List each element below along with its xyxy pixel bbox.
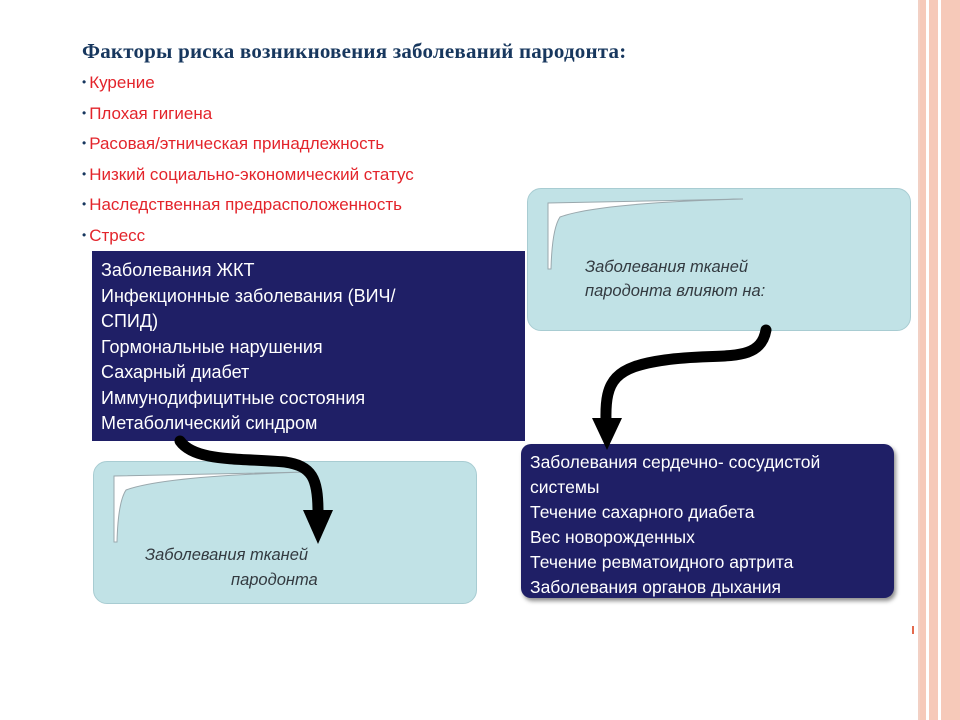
slide-marker xyxy=(912,626,914,634)
systemic-disease-item: Инфекционные заболевания (ВИЧ/ xyxy=(101,285,396,306)
affected-condition-item: системы xyxy=(530,477,600,497)
frame-stripe xyxy=(926,0,929,720)
risk-factor-item: •Плохая гигиена xyxy=(82,103,213,123)
bullet-icon: • xyxy=(82,105,87,120)
risk-factor-item: •Расовая/этническая принадлежность xyxy=(82,134,385,153)
systemic-disease-item: СПИД) xyxy=(101,311,159,331)
swoosh-decoration xyxy=(547,198,744,270)
slide-frame xyxy=(920,0,960,720)
affected-conditions-box: Заболевания сердечно- сосудистой системы… xyxy=(521,444,894,598)
periodontal-callout-line2: пародонта xyxy=(231,571,318,589)
slide-title: Факторы риска возникновения заболеваний … xyxy=(82,39,627,63)
bullet-icon: • xyxy=(82,136,87,150)
affected-condition-item: Течение ревматоидного артрита xyxy=(530,552,794,572)
effects-callout-box: Заболевания тканей пародонта влияют на: xyxy=(527,188,911,331)
systemic-disease-item: Сахарный диабет xyxy=(101,362,250,382)
risk-factor-list: •Курение •Плохая гигиена •Расовая/этниче… xyxy=(82,70,414,253)
bullet-icon: • xyxy=(82,227,87,242)
bullet-icon: • xyxy=(82,197,87,211)
systemic-disease-item: Заболевания ЖКТ xyxy=(101,260,255,280)
risk-factor-item: •Курение xyxy=(82,73,155,92)
affected-condition-item: Заболевания сердечно- сосудистой xyxy=(530,452,821,472)
periodontal-callout-box: Заболевания тканей пародонта xyxy=(93,461,477,604)
risk-factor-item: •Наследственная предрасположенность xyxy=(82,195,403,214)
frame-stripe xyxy=(938,0,941,720)
systemic-diseases-box: Заболевания ЖКТ Инфекционные заболевания… xyxy=(92,251,525,441)
effects-callout-text: Заболевания тканей пародонта влияют на: xyxy=(585,258,766,300)
affected-condition-item: Вес новорожденных xyxy=(530,527,695,547)
risk-factor-item: •Низкий социально-экономический статус xyxy=(82,164,414,184)
systemic-disease-item: Гормональные нарушения xyxy=(101,336,323,357)
arrow-right-icon xyxy=(592,324,772,450)
periodontal-callout-line1: Заболевания тканей xyxy=(145,546,309,564)
bullet-icon: • xyxy=(82,166,87,181)
slide-edge xyxy=(918,0,921,720)
affected-condition-item: Течение сахарного диабета xyxy=(530,502,755,522)
risk-factor-item: •Стресс xyxy=(82,225,146,245)
systemic-disease-item: Метаболический синдром xyxy=(101,413,318,433)
bullet-icon: • xyxy=(82,75,87,89)
systemic-disease-item: Иммунодифицитные состояния xyxy=(101,387,366,408)
affected-condition-item: Заболевания органов дыхания xyxy=(530,577,781,597)
